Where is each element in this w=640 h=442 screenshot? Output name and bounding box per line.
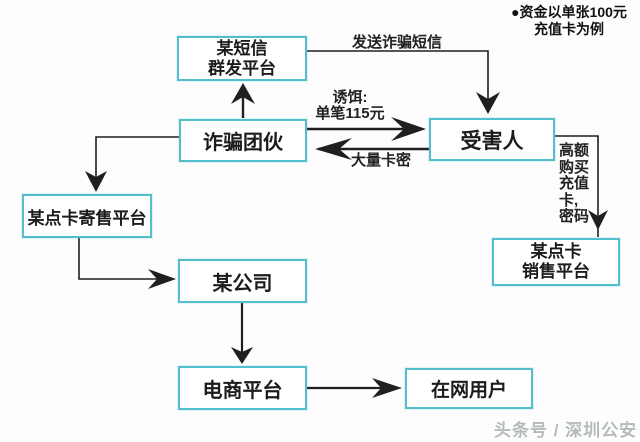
node-sms-platform: 某短信 群发平台 (177, 36, 307, 81)
node-online-users: 在网用户 (405, 368, 533, 409)
watermark-source: 头条号 / 深圳公安 (494, 421, 638, 440)
node-fraud-gang: 诈骗团伙 (179, 119, 307, 162)
note-funds-example: ●资金以单张100元 充值卡为例 (511, 4, 627, 37)
arrowhead-bait (391, 117, 426, 141)
arrowhead-into-company (148, 269, 176, 289)
label-send-fraud-sms: 发送诈骗短信 (351, 34, 442, 51)
arrowhead-into-victim-top (476, 92, 500, 114)
label-bait-115-yuan: 诱饵: 单笔115元 (315, 89, 385, 122)
edge-fraud-to-consignment (95, 136, 179, 188)
edge-consignment-to-company (78, 238, 170, 280)
arrowhead-into-ecommerce (231, 347, 253, 364)
label-high-value-purchase: 高额 购买 充值 卡, 密码 (559, 142, 590, 225)
node-company: 某公司 (178, 259, 307, 303)
node-consignment-platform: 某点卡寄售平台 (22, 194, 152, 238)
arrowhead-into-sms (231, 83, 255, 104)
edge-sms-to-victim (307, 50, 489, 111)
arrowhead-into-users (372, 378, 402, 398)
node-ecommerce-platform: 电商平台 (178, 366, 307, 410)
arrowhead-cards (315, 138, 352, 160)
node-victim: 受害人 (429, 118, 555, 161)
arrowhead-into-sales (588, 210, 608, 230)
arrowhead-into-consignment (85, 171, 107, 192)
edge-victim-to-sales (555, 135, 599, 237)
label-bulk-card-secrets: 大量卡密 (350, 152, 411, 169)
node-sales-platform: 某点卡 销售平台 (492, 238, 620, 286)
